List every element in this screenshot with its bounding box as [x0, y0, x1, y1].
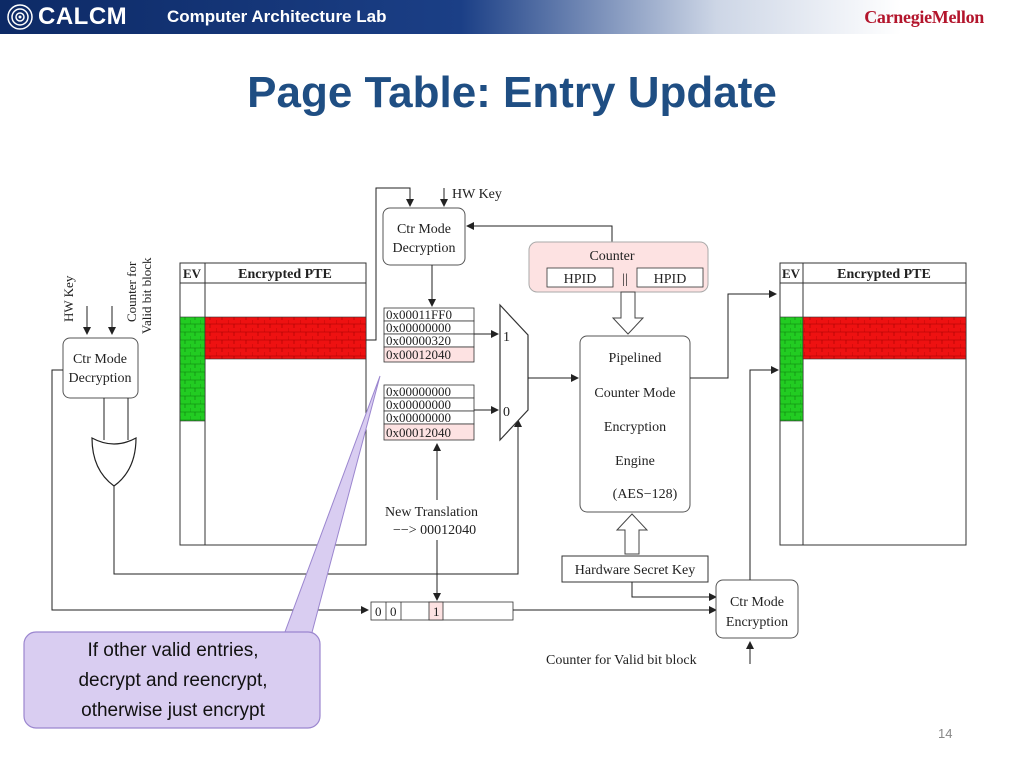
entries-bottom: 0x00000000 0x00000000 0x00000000 0x00012…	[383, 384, 475, 441]
slide-title: Page Table: Entry Update	[247, 68, 777, 117]
counter-to-engine-arrow	[611, 291, 645, 335]
counter-box: Counter HPID || HPID	[528, 241, 709, 293]
or-gate	[91, 398, 137, 487]
page-number: 14	[938, 726, 953, 741]
calcm-logo-text: CALCM	[38, 3, 128, 30]
valid-bit-0: 0	[375, 604, 382, 619]
entry-top-2: 0x00000320	[386, 333, 451, 348]
valid-bit-1: 0	[390, 604, 397, 619]
counter-valid-bottom-label: Counter for Valid bit block	[546, 653, 697, 668]
hpid-left: HPID	[564, 272, 597, 287]
right-ev-valid-block	[779, 316, 804, 422]
ctr-mode-decryption-left: Ctr Mode Decryption	[62, 337, 139, 399]
callout-line-3: otherwise just encrypt	[81, 700, 265, 721]
valid-bits-row: 0 0 1	[370, 601, 514, 621]
callout-bubble	[23, 375, 381, 729]
ctr-mode-decryption-top: Ctr Mode Decryption	[382, 207, 466, 266]
entry-top-3: 0x00012040	[386, 347, 451, 362]
engine-line-1: Pipelined	[609, 351, 662, 366]
left-page-table: EV Encrypted PTE	[179, 262, 367, 546]
engine-line-3: Encryption	[604, 420, 666, 435]
entries-top: 0x00011FF0 0x00000000 0x00000320 0x00012…	[383, 307, 475, 363]
right-encrypted-pte-block	[802, 316, 967, 360]
ctr-decrypt-left-text-1: Ctr Mode	[73, 352, 127, 367]
entry-bottom-0: 0x00000000	[386, 384, 451, 399]
ctr-encrypt-text-1: Ctr Mode	[730, 595, 784, 610]
callout-line-1: If other valid entries,	[87, 640, 259, 661]
entry-bottom-1: 0x00000000	[386, 397, 451, 412]
slide-header: CALCM Computer Architecture Lab Carnegie…	[0, 0, 1024, 34]
right-page-table: EV Encrypted PTE	[779, 262, 967, 546]
valid-bit-2: 1	[433, 604, 440, 619]
right-ev-header: EV	[782, 266, 801, 281]
ctr-decrypt-top-text-1: Ctr Mode	[397, 222, 451, 237]
calcm-logo-icon	[7, 4, 33, 30]
callout-line-2: decrypt and reencrypt,	[78, 670, 268, 691]
ctr-decrypt-left-text-2: Decryption	[69, 371, 132, 386]
entry-top-1: 0x00000000	[386, 320, 451, 335]
hpid-separator: ||	[622, 272, 628, 287]
counter-valid-block-label-2: Valid bit block	[139, 257, 154, 334]
entry-bottom-3: 0x00012040	[386, 425, 451, 440]
multiplexer: 1 0	[499, 303, 529, 442]
counter-valid-block-label-1: Counter for	[124, 261, 139, 322]
hardware-secret-key-text: Hardware Secret Key	[575, 563, 696, 578]
new-translation-line-2: −−> 00012040	[393, 523, 476, 538]
new-translation-line-1: New Translation	[385, 505, 478, 520]
callout-text: If other valid entries, decrypt and reen…	[28, 636, 318, 726]
engine-line-5: (AES−128)	[613, 487, 678, 502]
mux-input-1: 1	[503, 330, 510, 345]
right-pte-header: Encrypted PTE	[837, 267, 931, 282]
counter-label: Counter	[589, 249, 634, 264]
engine-line-4: Engine	[615, 454, 655, 469]
hw-key-top-label: HW Key	[452, 187, 502, 202]
ctr-encrypt-text-2: Encryption	[726, 615, 788, 630]
ctr-decrypt-top-text-2: Decryption	[393, 241, 456, 256]
lab-name: Computer Architecture Lab	[167, 7, 387, 26]
university-logo: CarnegieMellon	[864, 7, 984, 27]
left-ev-valid-block	[179, 316, 206, 422]
pipelined-encryption-engine: Pipelined Counter Mode Encryption Engine…	[579, 335, 691, 513]
key-to-engine-arrow	[615, 513, 649, 555]
hw-key-left-label: HW Key	[61, 275, 76, 322]
entry-top-0: 0x00011FF0	[386, 307, 452, 322]
left-ev-header: EV	[183, 266, 202, 281]
mux-input-0: 0	[503, 405, 510, 420]
entry-bottom-2: 0x00000000	[386, 410, 451, 425]
engine-line-2: Counter Mode	[594, 386, 675, 401]
hardware-secret-key: Hardware Secret Key	[561, 555, 709, 583]
left-encrypted-pte-block	[204, 316, 367, 360]
left-pte-header: Encrypted PTE	[238, 267, 332, 282]
hpid-right: HPID	[654, 272, 687, 287]
ctr-mode-encryption: Ctr Mode Encryption	[715, 579, 799, 639]
